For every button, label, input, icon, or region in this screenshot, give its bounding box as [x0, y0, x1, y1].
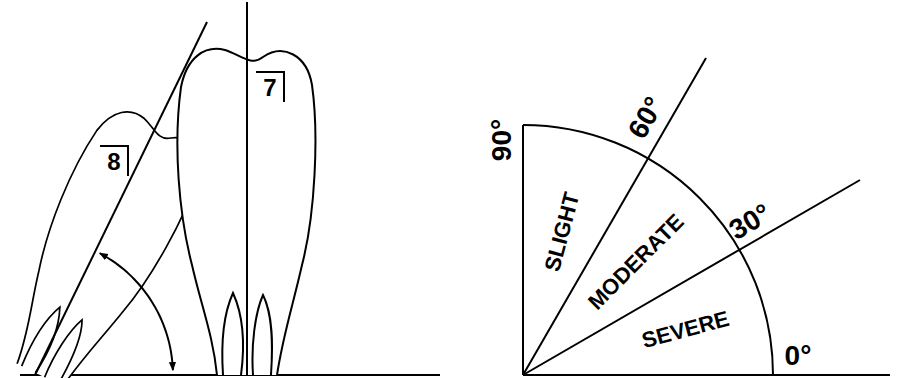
vertical-axis	[246, 2, 248, 375]
severity-label: SLIGHT	[541, 190, 583, 274]
tooth-axis	[35, 22, 207, 375]
quadrant-mark	[256, 72, 284, 102]
axis-30	[523, 180, 860, 375]
angle-value: 90°	[488, 119, 516, 161]
baseline	[523, 374, 890, 376]
angle-arrow	[100, 253, 173, 370]
tooth-number: 8	[107, 150, 120, 174]
severity-label: SEVERE	[640, 308, 732, 352]
quadrant-arc	[523, 125, 773, 375]
axis-90	[522, 125, 524, 375]
angle-value: 0°	[785, 342, 812, 370]
quadrant-mark	[100, 146, 128, 176]
severity-label: MODERATE	[584, 210, 687, 313]
tooth-number: 7	[263, 76, 276, 100]
